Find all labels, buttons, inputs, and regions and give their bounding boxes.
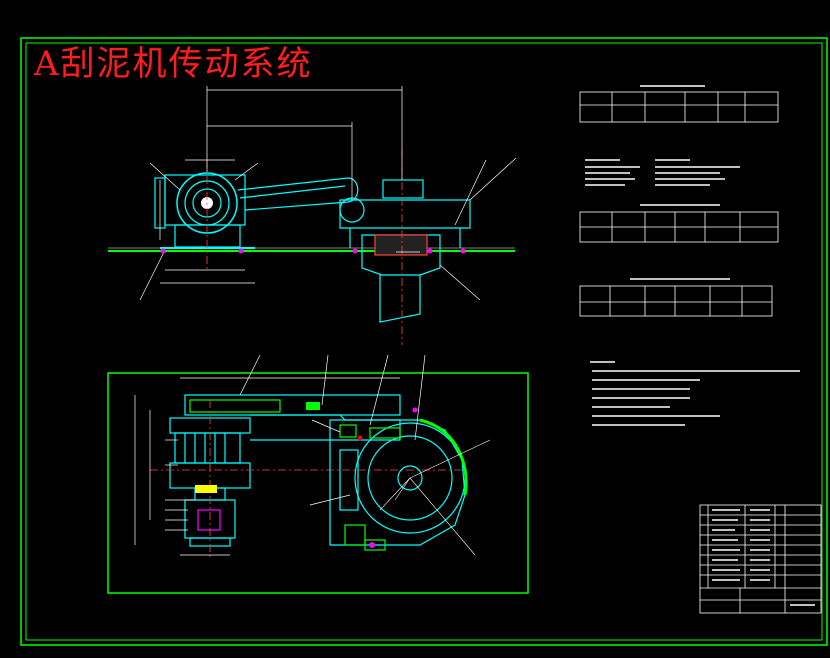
- title-block-fill: [712, 509, 815, 606]
- inner-frame: [25, 42, 823, 641]
- drawing-title: A刮泥机传动系统: [34, 44, 313, 84]
- parameter-table-1: [579, 91, 779, 123]
- plan-markers: [195, 407, 418, 548]
- outer-frame: [20, 37, 828, 646]
- parameter-table-3: [579, 285, 773, 317]
- tech-notes-block: [585, 85, 740, 280]
- front-view: [108, 86, 517, 345]
- requirements-notes: [590, 361, 800, 426]
- ground-markers: [160, 248, 466, 254]
- plan-view: [134, 354, 491, 560]
- parameter-table-2: [579, 211, 779, 243]
- plan-view-frame: [107, 372, 529, 594]
- title-block: [699, 504, 822, 614]
